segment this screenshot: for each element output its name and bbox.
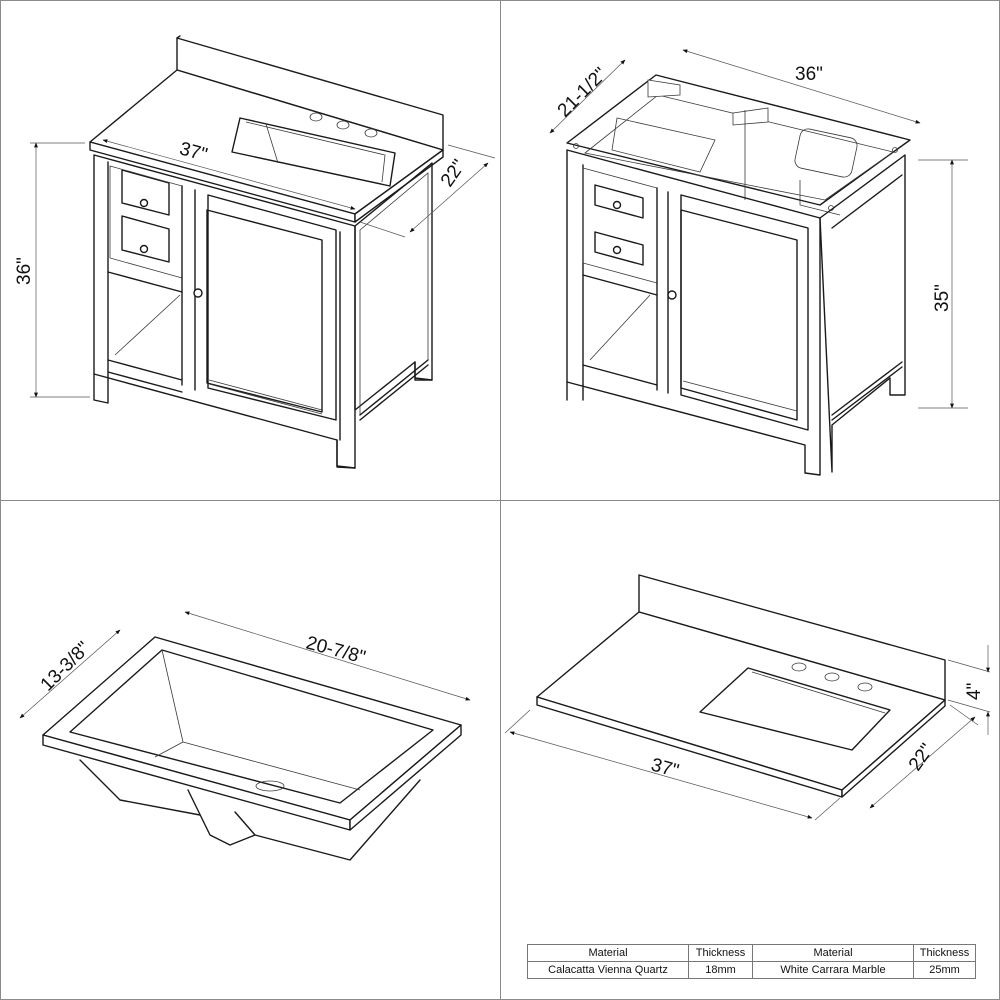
vanity-with-top-drawing: 37" 36" 22"	[14, 35, 496, 469]
table-header-cell: Thickness	[913, 944, 976, 962]
dim-height-label: 36"	[14, 257, 35, 285]
dim-depth-label: 21-1/2"	[554, 64, 612, 122]
dim-width-label: 20-7/8"	[304, 633, 368, 669]
dim-depth-label: 13-3/8"	[37, 638, 95, 696]
dim-width-label: 36"	[795, 64, 823, 85]
countertop-drawing: 37" 22" 4"	[504, 574, 991, 821]
dim-width-label: 37"	[649, 755, 681, 783]
material-spec-table: Material Thickness Material Thickness Ca…	[527, 944, 976, 979]
table-cell-thickness-2: 25mm	[913, 961, 976, 979]
panel-divider-horizontal	[0, 500, 1000, 501]
table-row: Calacatta Vienna Quartz 18mm White Carra…	[527, 961, 976, 979]
table-header-cell: Material	[752, 944, 914, 962]
table-header-row: Material Thickness Material Thickness	[527, 944, 976, 962]
dim-depth-label: 22"	[437, 156, 470, 191]
table-cell-thickness-1: 18mm	[688, 961, 753, 979]
vanity-base-drawing: 36" 21-1/2" 35"	[549, 49, 968, 476]
table-header-cell: Thickness	[688, 944, 753, 962]
sink-drawing: 20-7/8" 13-3/8"	[19, 611, 471, 861]
dim-height-label: 35"	[932, 284, 953, 312]
dim-depth-label: 22"	[905, 740, 938, 775]
table-header-cell: Material	[527, 944, 689, 962]
table-cell-material-1: Calacatta Vienna Quartz	[527, 961, 689, 979]
table-cell-material-2: White Carrara Marble	[752, 961, 914, 979]
dim-backsplash-label: 4"	[964, 683, 985, 700]
